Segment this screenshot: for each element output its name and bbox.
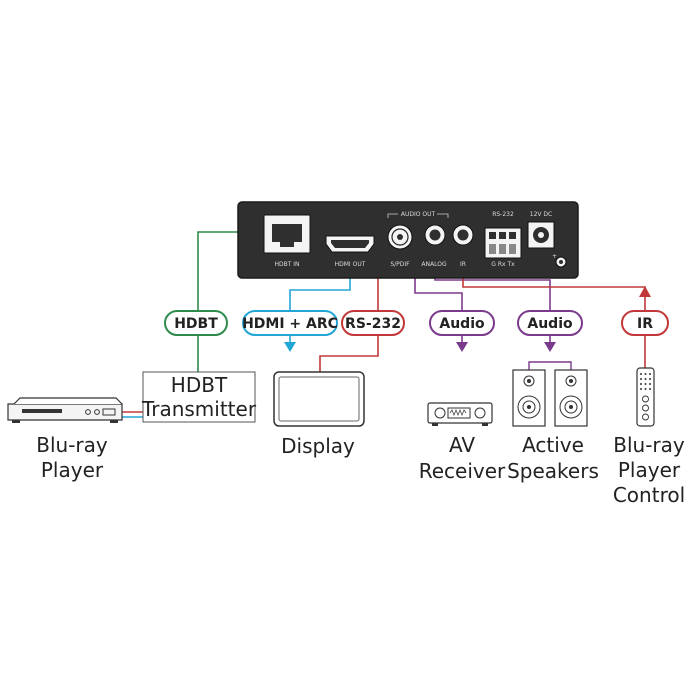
speakers-label-2: Speakers (507, 459, 599, 483)
svg-text:Audio: Audio (439, 316, 485, 332)
svg-text:HDMI + ARC: HDMI + ARC (242, 316, 338, 332)
audio-arrow-2 (544, 342, 556, 352)
av-receiver-label-2: Receiver (419, 459, 506, 483)
speaker-right (554, 369, 588, 427)
svg-text:IR: IR (637, 316, 653, 332)
remote-label-1: Blu-ray (613, 433, 685, 457)
svg-text:Audio: Audio (527, 316, 573, 332)
ir-port-label: IR (460, 261, 466, 268)
rs232-pill: RS-232 (341, 310, 405, 336)
audio-pill-2: Audio (517, 310, 583, 336)
hdmi-arrow (284, 342, 296, 352)
svg-text:Transmitter: Transmitter (141, 397, 257, 421)
svg-text:RS-232: RS-232 (345, 316, 401, 332)
speaker-split (528, 361, 572, 370)
hdbt-in-label: HDBT IN (274, 261, 299, 268)
svg-text:HDBT: HDBT (171, 373, 228, 397)
extender-device: + HDBT IN HDMI OUT AUDIO OUT S/PDIF ANAL… (237, 201, 579, 279)
analog-label: ANALOG (421, 261, 447, 268)
hdmi-arc-pill: HDMI + ARC (242, 310, 338, 336)
display-label: Display (281, 434, 355, 458)
bluray-remote (636, 367, 655, 427)
rs232-terminal (484, 227, 522, 259)
speaker-left (512, 369, 546, 427)
remote-label-3: Control (613, 483, 685, 507)
svg-text:HDBT: HDBT (174, 316, 218, 332)
ir-arrow (639, 286, 651, 297)
spdif-label: S/PDIF (390, 261, 410, 268)
bluray-player (7, 397, 123, 423)
ir-pill: IR (621, 310, 669, 336)
rs232-pins-label: G Rx Tx (491, 261, 515, 268)
hdmi-out-port (325, 235, 375, 253)
audio-out-label: AUDIO OUT (401, 211, 436, 218)
hdbt-transmitter: HDBT Transmitter (141, 371, 257, 423)
hdmi-out-label: HDMI OUT (335, 261, 366, 268)
display-device (273, 371, 365, 427)
hdbt-pill: HDBT (164, 310, 228, 336)
audio-pill-1: Audio (429, 310, 495, 336)
av-receiver-label-1: AV (449, 433, 475, 457)
svg-text:+: + (552, 253, 557, 260)
bluray-label-2: Player (41, 458, 104, 482)
av-receiver (427, 402, 493, 426)
bluray-label-1: Blu-ray (36, 433, 108, 457)
dc-label: 12V DC (530, 211, 552, 218)
rs232-port-label: RS-232 (492, 211, 514, 218)
audio-arrow-1 (456, 342, 468, 352)
remote-label-2: Player (618, 458, 681, 482)
speakers-label-1: Active (522, 433, 584, 457)
